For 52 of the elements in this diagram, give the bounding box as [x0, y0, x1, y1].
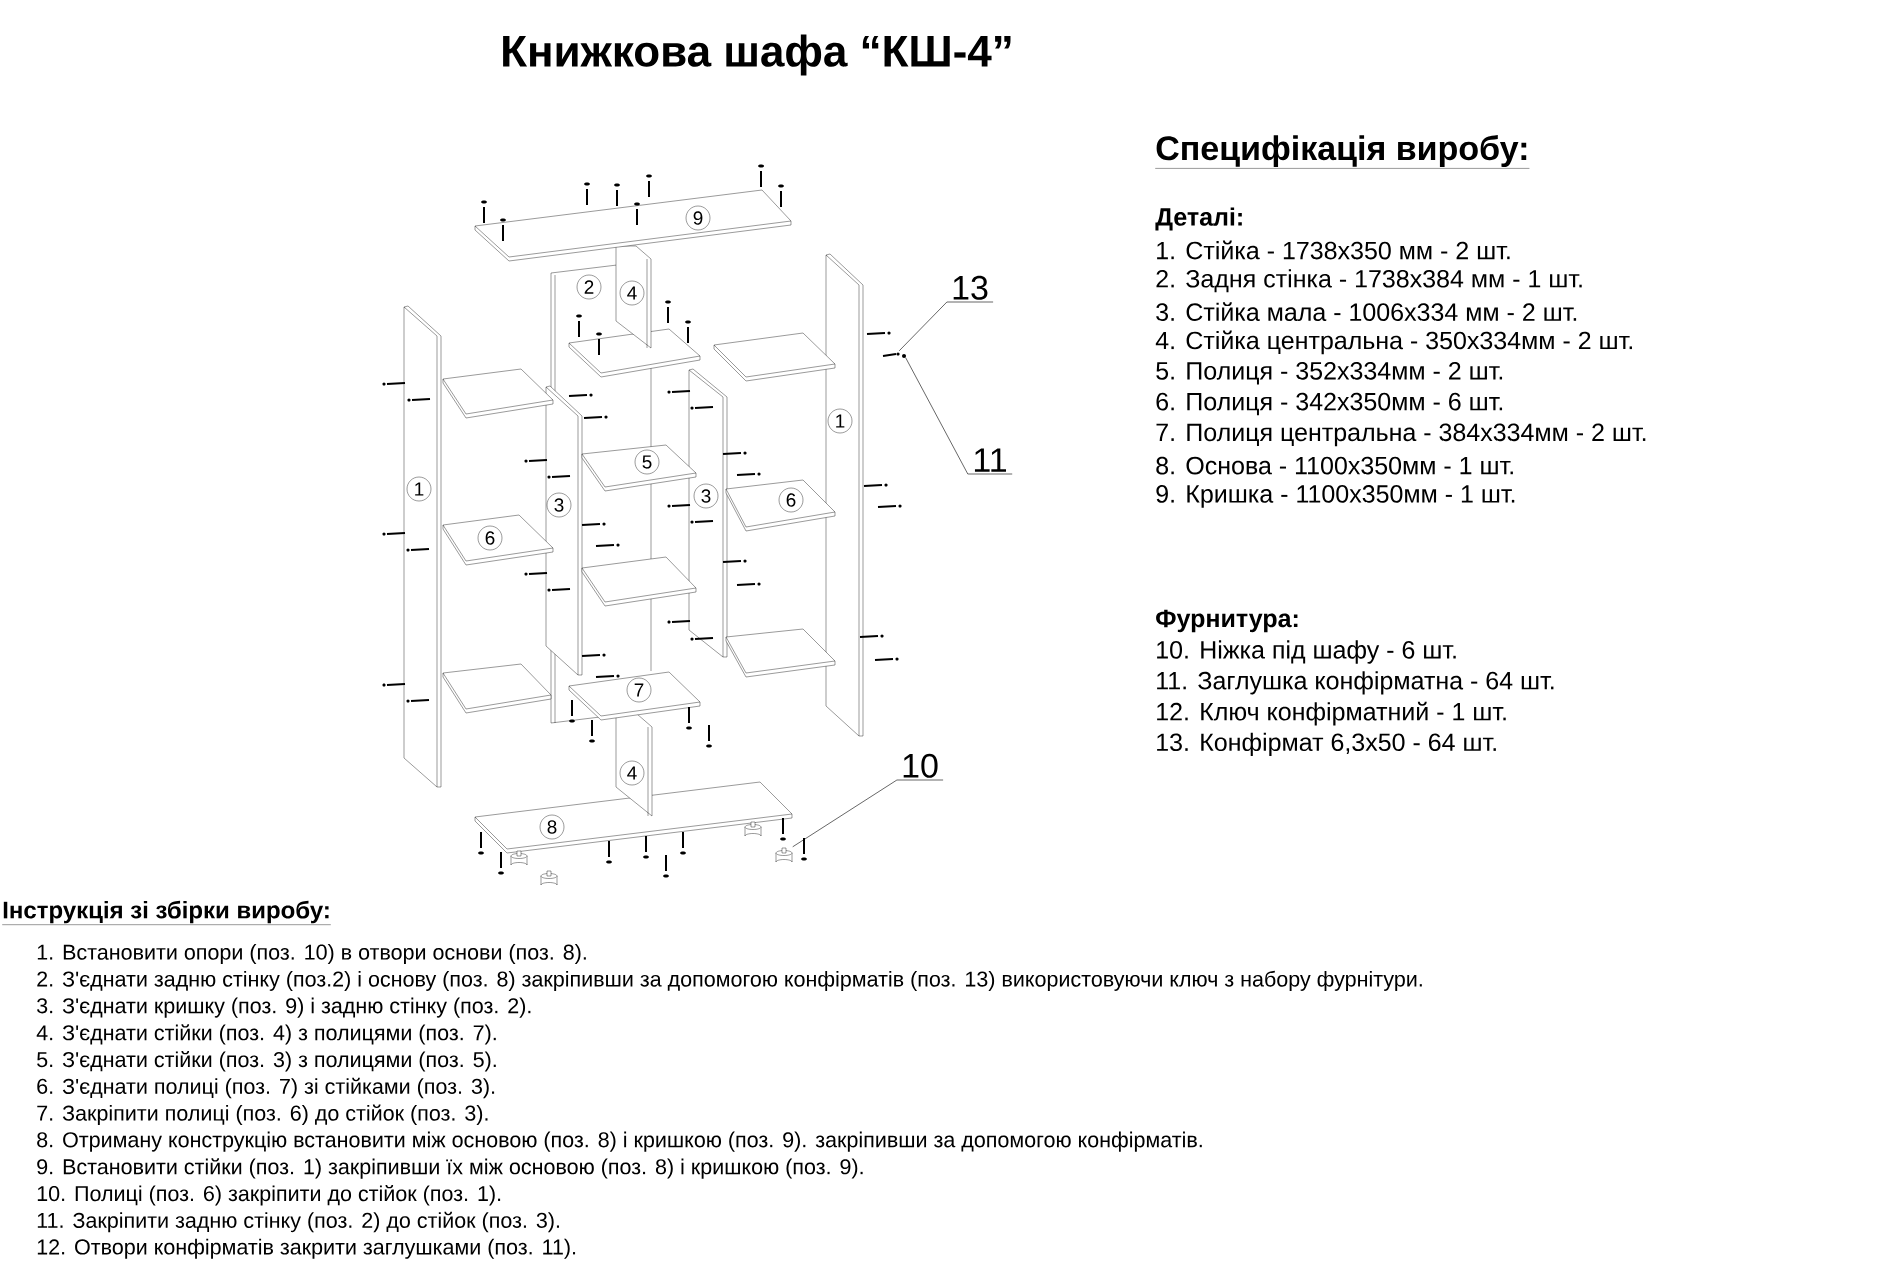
instruction-line: 2. З'єднати задню стінку (поз.2) і основу (поз. 8) закріпивши за допомогою конфірматів (поз. 13) використовуючи ключ з набору фурнітури. — [37, 970, 1422, 991]
spec-line: 1. Стійка - 1738x350 мм - 2 шт. — [1157, 240, 1510, 260]
instruction-line: 9. Встановити стійки (поз. 1) закріпивши їх між основою (поз. 8) і кришкою (поз. 9). — [37, 1158, 863, 1179]
spec-line: 6. Полиця - 342x350мм - 6 шт. — [1156, 392, 1503, 416]
instruction-line: 7. Закріпити полиці (поз. 6) до стійок (поз. 3). — [37, 1104, 488, 1126]
subheading: Деталі: — [1155, 207, 1242, 231]
instruction-line: 3. З'єднати кришку (поз. 9) і задню стінку (поз. 2). — [37, 997, 531, 1018]
instruction-line: 1. Встановити опори (поз. 10) в отвори основи (поз. 8). — [37, 944, 586, 965]
callout-number: 10 — [903, 753, 938, 778]
title: Книжкова шафа “КШ-4” — [503, 34, 1011, 76]
screw — [882, 352, 900, 357]
spec-line: 3. Стійка мала - 1006x334 мм - 2 шт. — [1156, 302, 1577, 321]
callout-number: 4 — [619, 280, 645, 306]
callout-number: 1 — [827, 408, 853, 434]
callout-number: 5 — [634, 449, 660, 475]
section-heading: Специфікація виробу: — [1155, 135, 1530, 169]
spec-line: 4. Стійка центральна - 350x334мм - 2 шт. — [1155, 330, 1632, 355]
spec-line: 9. Кришка - 1100x350мм - 1 шт. — [1156, 485, 1515, 508]
instruction-line: 8. Отриману конструкцію встановити між основою (поз. 8) і кришкою (поз. 9). закріпивши за допомогою конфірматів. — [37, 1131, 1202, 1152]
instruction-line: 5. З'єднати стійки (поз. 3) з полицями (поз. 5). — [37, 1051, 496, 1072]
callout-number: 13 — [953, 275, 988, 300]
callout-number: 3 — [546, 492, 572, 518]
subheading: Фурнитура: — [1156, 609, 1298, 633]
callout-number: 8 — [539, 814, 565, 840]
spec-line: 5. Полиця - 352x334мм - 2 шт. — [1156, 362, 1503, 385]
instruction-line: 6. З'єднати полиці (поз. 7) зі стійками (поз. 3). — [37, 1077, 495, 1099]
callout-number: 3 — [693, 483, 719, 509]
spec-line: 2. Задня стінка - 1738x384 мм - 1 шт. — [1156, 269, 1582, 293]
leader-line — [905, 357, 1013, 475]
callout-number: 11 — [974, 448, 1006, 472]
callout-number: 9 — [685, 205, 711, 231]
instruction-line: 11. Закріпити задню стінку (поз. 2) до стійок (поз. 3). — [37, 1211, 559, 1233]
spec-line: 13. Конфірмат 6,3x50 - 64 шт. — [1157, 732, 1496, 757]
instruction-line: 10. Полиці (поз. 6) закріпити до стійок (поз. 1). — [37, 1185, 501, 1206]
leader-line — [898, 301, 994, 352]
callout-number: 1 — [406, 476, 432, 502]
spec-line: 7. Полиця центральна - 384x334мм - 2 шт. — [1156, 423, 1646, 447]
section-heading: Інструкція зі збірки виробу: — [2, 900, 331, 925]
spec-line: 11. Заглушка конфірматна - 64 шт. — [1157, 671, 1554, 695]
callout-number: 6 — [477, 525, 503, 551]
callout-number: 2 — [576, 274, 602, 300]
instruction-line: 4. З'єднати стійки (поз. 4) з полицями (поз. 7). — [36, 1024, 496, 1045]
spec-line: 10. Ніжка під шафу - 6 шт. — [1157, 640, 1456, 664]
callout-number: 7 — [626, 677, 652, 703]
spec-line: 8. Основа - 1100x350мм - 1 шт. — [1156, 456, 1513, 475]
foot — [775, 847, 793, 863]
plug — [902, 354, 906, 358]
spec-line: 12. Ключ конфірматний - 1 шт. — [1157, 701, 1506, 726]
callout-number: 4 — [619, 760, 645, 786]
instruction-line: 12. Отвори конфірматів закрити заглушками (поз. 11). — [37, 1238, 576, 1259]
callout-number: 6 — [778, 487, 804, 513]
leader-line — [792, 779, 944, 848]
